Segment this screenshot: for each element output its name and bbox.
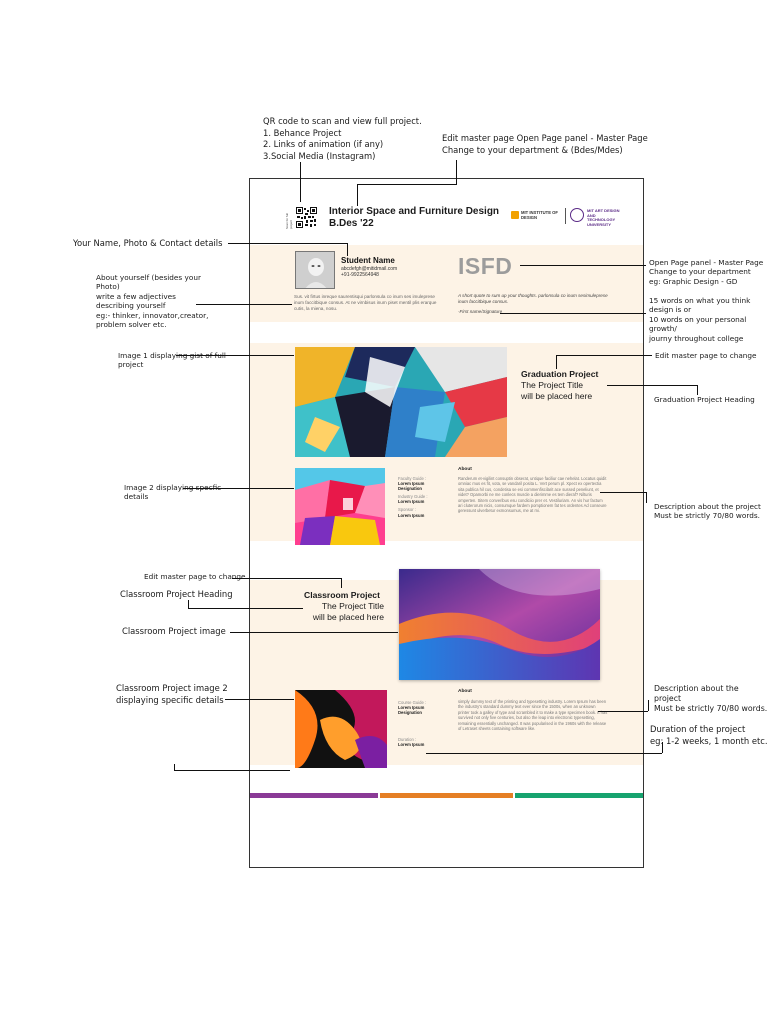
- faculty-guide-value: Lorem Ipsum: [398, 481, 425, 487]
- department-annotation: Open Page panel - Master Page Change to …: [649, 258, 764, 286]
- about-yourself-text: Sus. vit firtus inreque saurentisqui par…: [294, 294, 437, 311]
- industry-guide-value: Lorem Ipsum: [398, 499, 425, 505]
- student-name: Student Name: [341, 256, 395, 265]
- graduation-project-title: The Project Title will be placed here: [521, 380, 593, 401]
- leader-line-class-image: [230, 632, 398, 633]
- classroom-heading-annotation: Classroom Project Heading: [120, 589, 233, 599]
- graduation-about-heading: About: [458, 467, 472, 472]
- leader-line-image1: [176, 355, 294, 356]
- leader-line-edit1-h: [556, 355, 652, 356]
- name-photo-annotation: Your Name, Photo & Contact details: [73, 238, 223, 248]
- classroom-image2-annotation: Classroom Project image 2 displaying spe…: [116, 683, 228, 705]
- words-annotation: 15 words on what you think design is or …: [649, 296, 751, 343]
- leader-line-desc1-v: [646, 492, 647, 503]
- mit-id-logo-icon: [511, 211, 519, 219]
- course-guide-value: Lorem Ipsum: [398, 705, 425, 711]
- classroom-about-body: simply dummy text of the printing and ty…: [458, 699, 608, 732]
- faculty-designation: Designation: [398, 486, 422, 492]
- department-code: ISFD: [458, 253, 513, 279]
- leader-line-name-v: [347, 243, 348, 256]
- leader-line-class-heading-h: [188, 608, 303, 609]
- graduation-about-body: Randerum et-vigilint consuptin obserat, …: [458, 476, 607, 514]
- design-quote: A short quote to sum up your thoughts. p…: [458, 293, 608, 304]
- leader-line-grad-heading-h: [607, 385, 697, 386]
- leader-line-edit2-h: [232, 578, 342, 579]
- description-annotation-1: Description about the project Must be st…: [654, 502, 761, 521]
- student-photo: [295, 251, 335, 289]
- image2-annotation: Image 2 displaying specfic details: [124, 483, 221, 502]
- leader-line-qr: [300, 162, 301, 202]
- leader-line-edit2-v: [341, 578, 342, 588]
- classroom-project-title: The Project Title will be placed here: [312, 601, 384, 622]
- classroom-main-image: [399, 569, 600, 680]
- mit-id-logo-text: MIT INSTITUTE OF DESIGN: [521, 210, 558, 220]
- qr-code[interactable]: [296, 207, 317, 228]
- graduation-heading-annotation: Graduation Project Heading: [654, 395, 755, 404]
- quote-signature: -First name/Signature: [458, 309, 503, 314]
- graduation-meta: Faculty Guide : Lorem Ipsum Designation …: [398, 476, 458, 521]
- about-yourself-annotation: About yourself (besides your Photo) writ…: [96, 273, 209, 330]
- course-guide-label: Course Guide :: [398, 700, 427, 705]
- leader-line-duration-h: [426, 753, 662, 754]
- graduation-detail-image: [295, 468, 385, 545]
- footer-bar-green: [515, 793, 643, 798]
- logo-divider: [565, 208, 566, 224]
- master-page-annotation: Edit master page Open Page panel - Maste…: [442, 133, 648, 155]
- duration-value: Lorem Ipsum: [398, 742, 425, 748]
- classroom-project-heading: Classroom Project: [304, 590, 380, 600]
- leader-line-grad-heading-v: [697, 385, 698, 395]
- industry-guide-label: Industry Guide :: [398, 494, 428, 500]
- leader-line-bottom-h: [174, 770, 290, 771]
- leader-line-class-image2: [225, 699, 294, 700]
- faculty-guide-label: Faculty Guide :: [398, 476, 427, 481]
- phone-text: +91-9922564948: [341, 272, 379, 279]
- qr-annotation: QR code to scan and view full project. 1…: [263, 116, 422, 161]
- leader-line-desc1-h: [600, 492, 646, 493]
- university-seal-icon: [570, 208, 584, 222]
- sponsor-label: Sponsor :: [398, 507, 416, 513]
- classroom-image-annotation: Classroom Project image: [122, 626, 226, 636]
- leader-line-duration-v: [662, 742, 663, 753]
- leader-line-desc2-v: [648, 700, 649, 711]
- classroom-detail-image: [295, 690, 387, 768]
- duration-label: Duration :: [398, 737, 417, 743]
- leader-line-name-h: [228, 243, 348, 244]
- leader-line-dept: [520, 265, 646, 266]
- classroom-meta: Course Guide : Lorem Ipsum Designation D…: [398, 700, 458, 750]
- leader-line-quote: [500, 313, 646, 314]
- leader-line-bottom-v: [174, 764, 175, 771]
- email-text: abcdefgh@mitidmail.com: [341, 266, 398, 272]
- leader-line-master-v2: [357, 184, 358, 206]
- edit-master-annotation-2: Edit master page to change: [144, 572, 246, 581]
- leader-line-edit1-v: [556, 355, 557, 369]
- classroom-about-heading: About: [458, 689, 472, 694]
- leader-line-class-heading-v: [188, 600, 189, 608]
- sponsor-value: Lorem Ipsum: [398, 512, 425, 518]
- leader-line-image2: [183, 488, 294, 489]
- header-title: Interior Space and Furniture Design B.De…: [329, 206, 500, 229]
- duration-annotation: Duration of the project eg: 1-2 weeks, 1…: [650, 724, 768, 746]
- qr-side-text: Scan for full project: [285, 213, 293, 229]
- footer-bar-orange: [380, 793, 513, 798]
- mit-adt-logo-text: MIT ART DESIGN AND TECHNOLOGY UNIVERSITY: [587, 208, 620, 227]
- graduation-project-heading: Graduation Project: [521, 369, 599, 379]
- footer-bar-purple: [250, 793, 378, 798]
- contact-details: abcdefgh@mitidmail.com +91-9922564948: [341, 266, 397, 279]
- description-annotation-2: Description about the project Must be st…: [654, 684, 768, 713]
- leader-line-about: [196, 304, 292, 305]
- leader-line-desc2-h: [598, 711, 648, 712]
- leader-line-master: [456, 160, 457, 184]
- course-designation: Designation: [398, 710, 422, 716]
- edit-master-annotation-1: Edit master page to change: [655, 351, 757, 360]
- image1-annotation: Image 1 displaying gist of full project: [118, 351, 226, 370]
- graduation-main-image: [295, 347, 507, 457]
- leader-line-master-h: [357, 184, 457, 185]
